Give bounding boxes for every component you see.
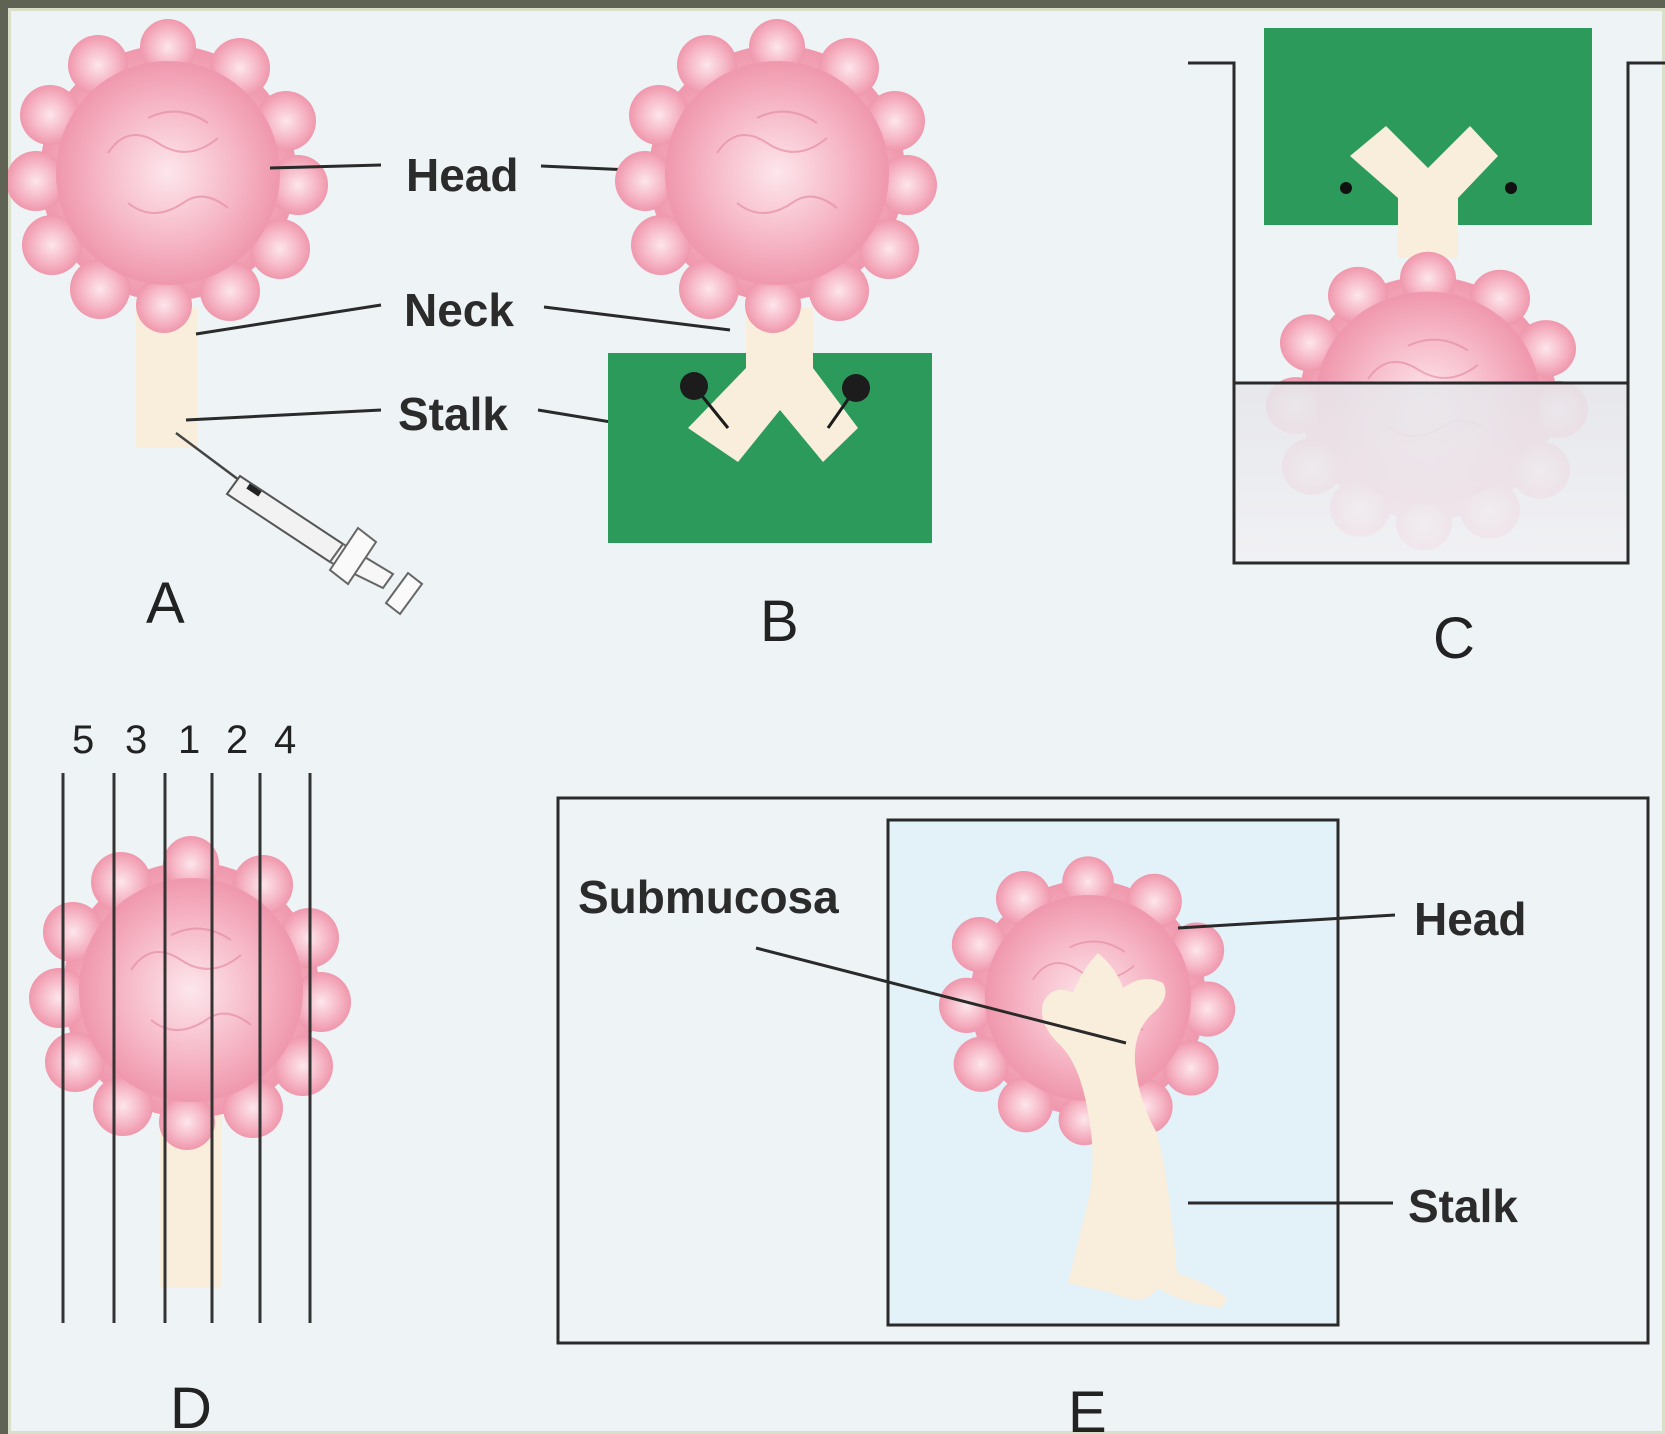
section-number-2: 2 [226, 718, 248, 762]
head-label-e: Head [1414, 893, 1526, 945]
polyp-head-b [615, 19, 937, 333]
panel-label-a: A [146, 571, 185, 636]
syringe-icon [176, 433, 422, 614]
section-number-4: 4 [274, 718, 296, 762]
section-number-1: 1 [178, 718, 200, 762]
pin-icon [1340, 182, 1352, 194]
fixative-liquid [1234, 383, 1628, 563]
panel-label-e: E [1068, 1380, 1107, 1434]
panel-label-d: D [170, 1376, 212, 1434]
stalk-label: Stalk [398, 388, 508, 440]
section-number-5: 5 [72, 718, 94, 762]
figure-panel: Head Neck Stalk A B C [8, 8, 1665, 1434]
submucosa-label: Submucosa [578, 871, 839, 923]
stalk-label-e: Stalk [1408, 1180, 1518, 1232]
polyp-head-d [29, 836, 351, 1150]
panel-e: Submucosa Head Stalk E [558, 798, 1648, 1434]
neck-label: Neck [404, 284, 514, 336]
panel-b: B [538, 19, 937, 654]
panel-label-c: C [1433, 606, 1475, 671]
polyp-processing-diagram: Head Neck Stalk A B C [8, 8, 1665, 1434]
panel-c: C [1188, 28, 1665, 671]
polyp-head-a [8, 19, 328, 333]
panel-d: 5 3 1 2 4 D [29, 718, 351, 1434]
stalk-leader-line [186, 410, 381, 420]
section-number-3: 3 [125, 718, 147, 762]
head-label: Head [406, 149, 518, 201]
pin-icon [1505, 182, 1517, 194]
panel-a: Head Neck Stalk A [8, 19, 518, 636]
panel-label-b: B [760, 589, 799, 654]
